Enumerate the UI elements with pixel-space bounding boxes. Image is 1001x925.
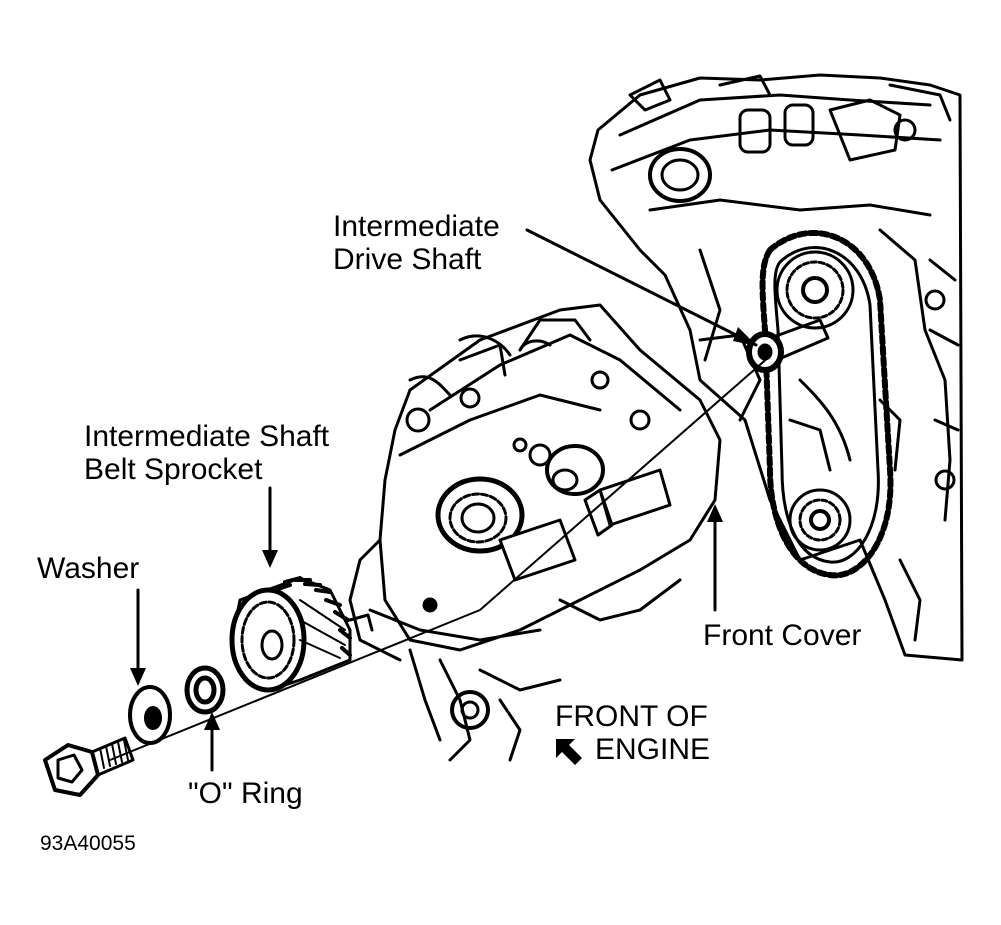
label-o-ring: "O" Ring bbox=[188, 777, 303, 810]
leader-lines bbox=[136, 228, 758, 772]
axis-line bbox=[109, 355, 771, 761]
o-ring bbox=[184, 665, 226, 715]
figure-code: 93A40055 bbox=[40, 832, 136, 855]
washer bbox=[128, 685, 172, 745]
front-cover bbox=[348, 303, 722, 762]
belt-sprocket bbox=[229, 576, 374, 693]
label-front-of-engine: FRONT OF ENGINE bbox=[555, 700, 710, 766]
label-intermediate-drive-shaft: Intermediate Drive Shaft bbox=[333, 210, 500, 276]
timing-chain bbox=[759, 230, 894, 579]
bolt bbox=[43, 736, 135, 797]
label-washer: Washer bbox=[37, 552, 140, 585]
label-line: Intermediate Shaft bbox=[84, 420, 330, 453]
label-line: FRONT OF bbox=[555, 700, 708, 733]
arrowheads bbox=[130, 327, 757, 730]
label-belt-sprocket: Intermediate Shaft Belt Sprocket bbox=[84, 420, 329, 486]
label-line: Drive Shaft bbox=[333, 243, 482, 276]
label-front-cover: Front Cover bbox=[703, 619, 862, 652]
label-line: Belt Sprocket bbox=[84, 453, 263, 486]
arrow-up-left-icon bbox=[556, 739, 582, 765]
intermediate-drive-shaft bbox=[746, 318, 830, 373]
label-line: ENGINE bbox=[595, 733, 711, 766]
label-line: Intermediate bbox=[333, 210, 500, 243]
